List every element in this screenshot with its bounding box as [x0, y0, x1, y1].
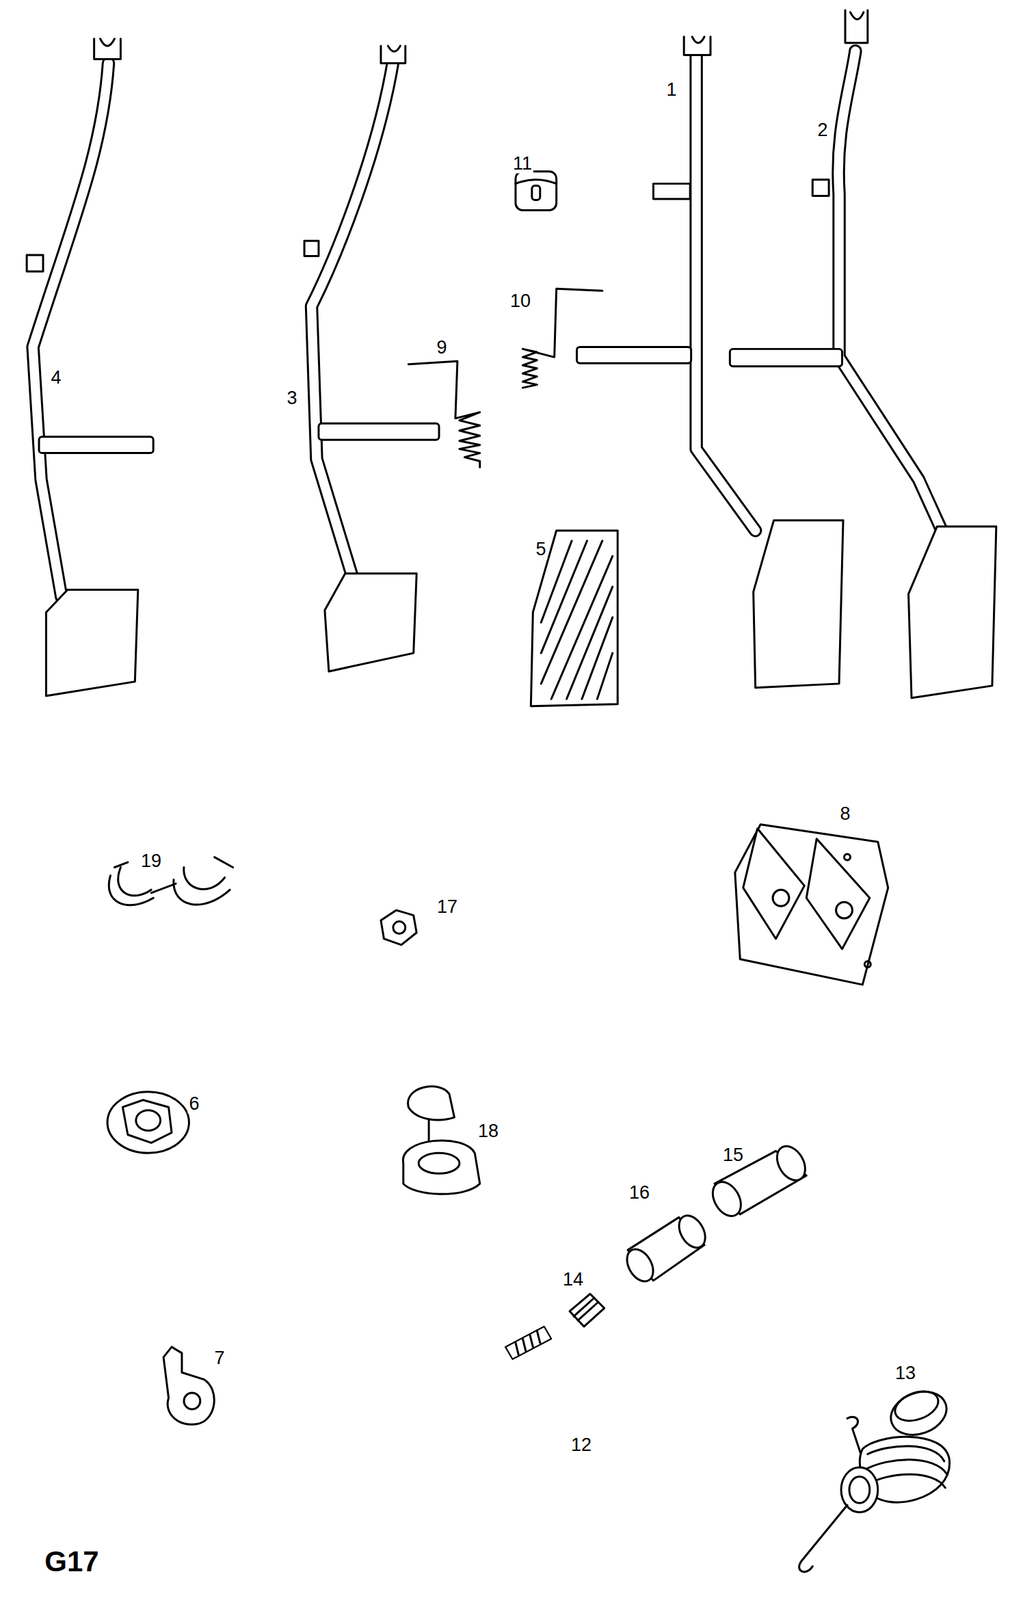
flange-nut: [107, 1092, 189, 1154]
callout-number: 10: [508, 291, 533, 312]
cable-clip: [402, 1086, 480, 1194]
callout-number: 12: [569, 1435, 593, 1456]
rubber-block: [515, 171, 557, 211]
callout-number: 8: [838, 804, 852, 825]
return-spring: [408, 361, 480, 468]
callout-number: 9: [434, 337, 448, 358]
callout-number: 13: [893, 1363, 918, 1384]
return-spring: [522, 288, 602, 388]
bush: [707, 1141, 812, 1222]
callout-number: 15: [721, 1145, 745, 1166]
retaining-clip: [163, 1347, 215, 1425]
callout-number: 18: [476, 1121, 500, 1142]
cable-clip: [108, 857, 233, 906]
callout-number: 11: [511, 153, 534, 174]
callout-number: 19: [139, 851, 163, 872]
pedal-lever: [26, 38, 154, 697]
bush-ring: [884, 1384, 953, 1443]
pedal-lever: [304, 45, 440, 672]
callout-number: 16: [627, 1183, 651, 1203]
callout-number: 6: [187, 1094, 201, 1114]
callout-number: 2: [815, 120, 829, 141]
pedal-lever: [729, 10, 997, 699]
callout-number: 3: [285, 388, 299, 409]
hex-nut: [380, 910, 417, 946]
callout-number: 17: [435, 897, 459, 918]
page-code: G17: [43, 1546, 100, 1577]
pivot-pin: [505, 1293, 605, 1360]
callout-number: 7: [212, 1348, 226, 1369]
pedal-pad: [530, 530, 618, 707]
callout-number: 1: [664, 80, 678, 100]
callout-number: 14: [561, 1269, 585, 1290]
callout-number: 5: [534, 539, 548, 560]
callout-number: 4: [49, 367, 63, 388]
bush: [621, 1211, 711, 1287]
tension-spring: [799, 1416, 950, 1573]
pedal-bracket: [735, 824, 889, 985]
